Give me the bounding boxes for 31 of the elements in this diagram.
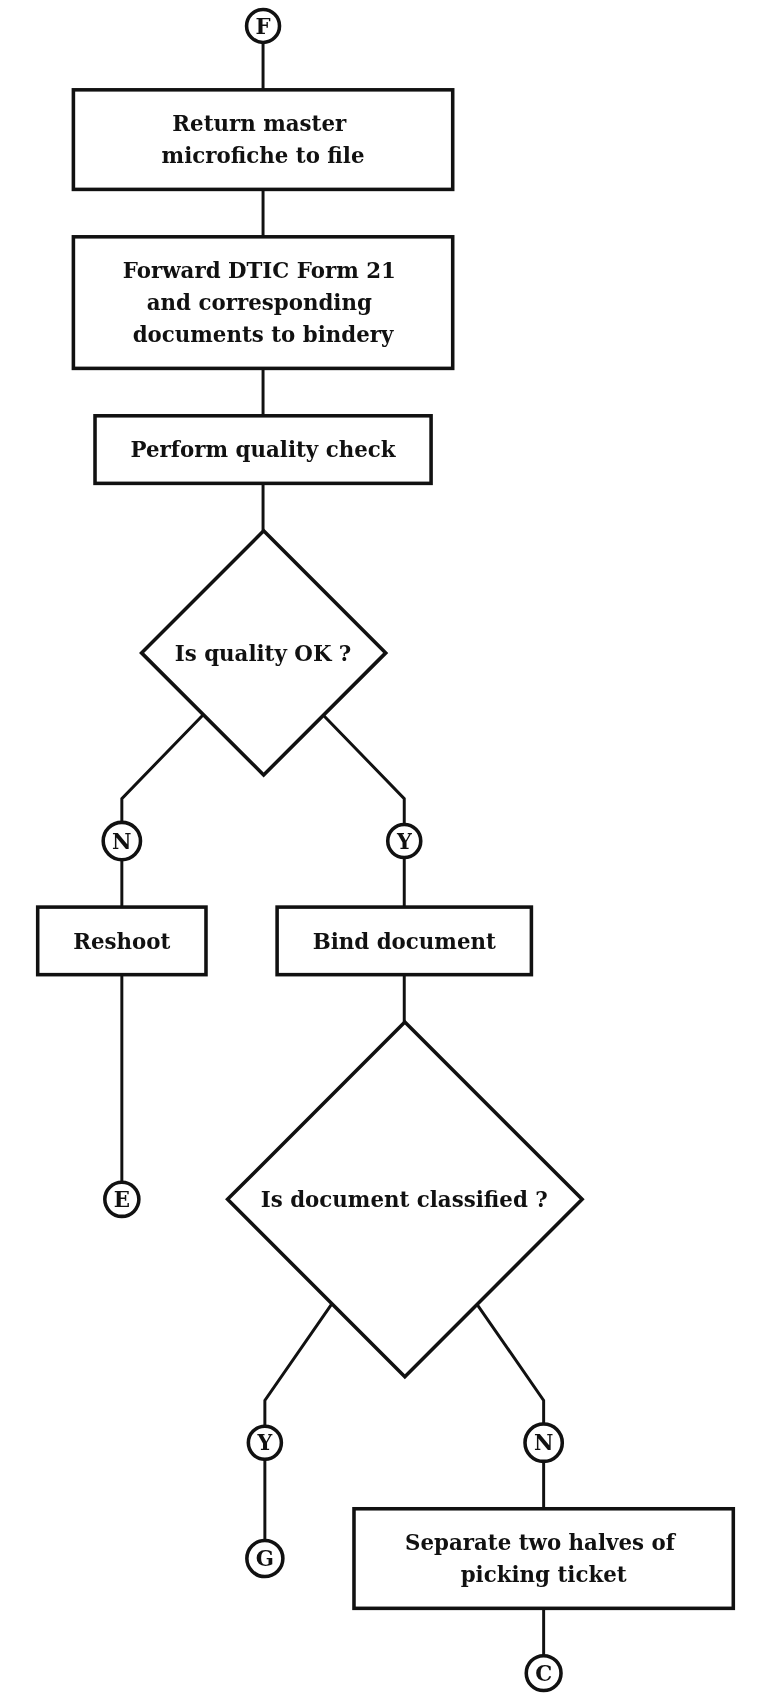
connector [263, 1303, 333, 1427]
connector [261, 42, 265, 90]
node-box: Forward DTIC Form 21 and corresponding documents to bindery [71, 235, 455, 371]
node-box: Separate two halves of picking ticket [352, 1507, 736, 1611]
node-box: Reshoot [35, 905, 208, 977]
connector [263, 1459, 267, 1541]
connector [542, 1608, 546, 1656]
node-box: Return master microfiche to file [71, 88, 455, 192]
node-circle: F [244, 7, 282, 45]
connector [120, 974, 124, 1183]
connector [402, 974, 406, 1023]
connector [120, 713, 205, 823]
connector [322, 713, 406, 825]
node-circle: Y [246, 1424, 284, 1461]
node-box: Bind document [275, 905, 534, 977]
connector [120, 859, 124, 908]
connector [261, 368, 265, 416]
node-diamond: Is quality OK ? [139, 528, 389, 778]
node-circle: G [245, 1538, 285, 1579]
node-circle: E [103, 1180, 141, 1219]
connector [402, 857, 406, 908]
connector [475, 1303, 546, 1425]
node-circle: Y [385, 822, 423, 860]
node-circle: N [101, 820, 143, 862]
node-circle: N [523, 1422, 565, 1464]
node-diamond: Is document classified ? [225, 1019, 585, 1380]
node-box: Perform quality check [93, 414, 433, 486]
connector [261, 483, 265, 531]
connector [542, 1461, 546, 1509]
connector [261, 189, 265, 237]
node-circle: C [524, 1653, 563, 1693]
